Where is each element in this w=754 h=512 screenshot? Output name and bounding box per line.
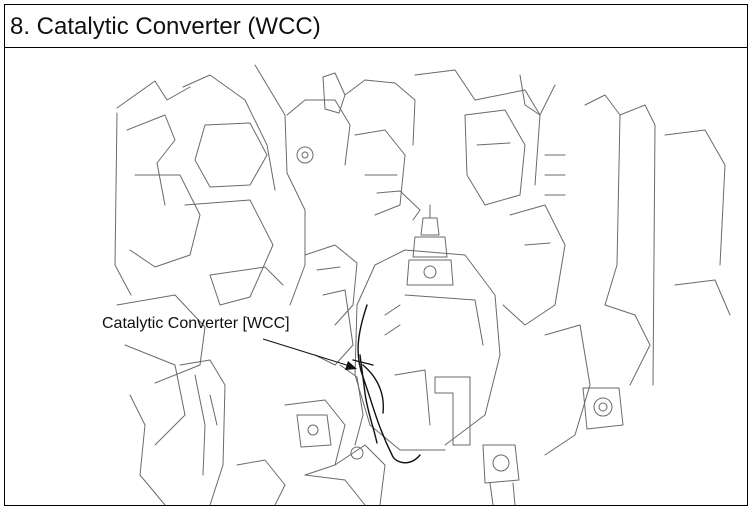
catalytic-converter-callout: Catalytic Converter [WCC] <box>102 315 290 332</box>
title-bar: 8. Catalytic Converter (WCC) <box>5 5 747 48</box>
engine-line-drawing <box>114 64 731 505</box>
callout-arrow-icon <box>345 361 357 370</box>
figure-frame: 8. Catalytic Converter (WCC) <box>4 4 748 506</box>
page-title: 8. Catalytic Converter (WCC) <box>10 13 321 40</box>
callout-leader-line <box>262 338 354 368</box>
